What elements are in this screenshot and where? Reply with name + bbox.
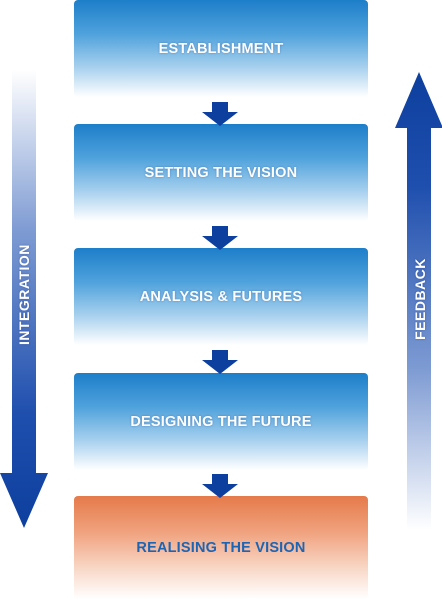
integration-arrow [0, 70, 48, 528]
down-arrow-icon [202, 102, 238, 126]
stage-label: ESTABLISHMENT [158, 40, 284, 57]
stage-label: REALISING THE VISION [136, 539, 306, 556]
feedback-label: FEEDBACK [412, 258, 428, 340]
down-arrow-icon [202, 350, 238, 374]
stage-label: ANALYSIS & FUTURES [139, 288, 303, 305]
stage-label: SETTING THE VISION [144, 164, 298, 181]
stage-establishment: ESTABLISHMENT [74, 0, 368, 97]
feedback-arrow [395, 72, 442, 530]
down-arrow-icon [202, 226, 238, 250]
stage-analysis-futures: ANALYSIS & FUTURES [74, 248, 368, 345]
stage-label: DESIGNING THE FUTURE [130, 413, 312, 430]
stage-realising-the-vision: REALISING THE VISION [74, 496, 368, 599]
down-arrow-icon [202, 474, 238, 498]
stage-setting-the-vision: SETTING THE VISION [74, 124, 368, 221]
integration-label: INTEGRATION [16, 244, 32, 345]
stage-designing-the-future: DESIGNING THE FUTURE [74, 373, 368, 470]
